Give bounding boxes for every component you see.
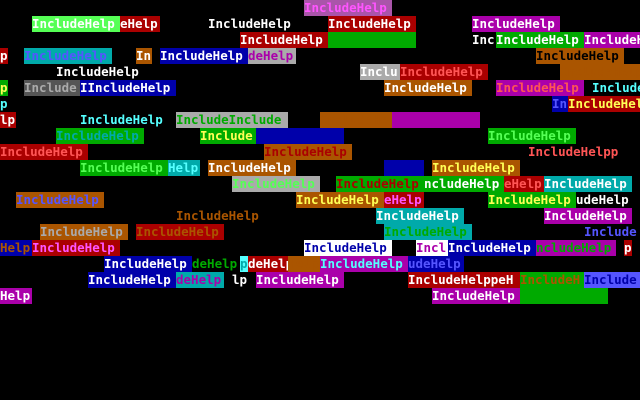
word-chip: Incl xyxy=(416,240,448,256)
word-chip: IncludeHelp xyxy=(304,0,392,16)
word-chip: IncludeHelp xyxy=(384,224,472,240)
word-chip: IncludeHelp xyxy=(208,160,296,176)
word-chip: IncludeHelp xyxy=(24,48,112,64)
word-chip: IncludeHelp xyxy=(432,288,520,304)
word-chip: IncludeHelp xyxy=(472,16,560,32)
word-chip: Include xyxy=(584,224,640,240)
word-chip: IncludeInclude xyxy=(176,112,288,128)
word-chip: IncludeHelp xyxy=(584,32,640,48)
word-chip: IncludeH xyxy=(520,272,584,288)
word-chip: IncludeHelp xyxy=(488,192,576,208)
word-chip: deHelp xyxy=(192,256,240,272)
word-chip: p xyxy=(0,48,8,64)
word-chip: In xyxy=(136,48,152,64)
word-chip: IncludeHelp xyxy=(296,192,384,208)
word-chip: Inc xyxy=(472,32,496,48)
word-chip: lp xyxy=(232,272,248,288)
word-chip: IncludeHelp xyxy=(536,48,624,64)
word-chip: IncludeHelp xyxy=(0,144,88,160)
word-chip: lp xyxy=(0,112,16,128)
word-chip: IncludeHelp xyxy=(496,80,584,96)
word-chip: IncludeHelp xyxy=(56,128,144,144)
word-chip: IncludeHelp xyxy=(320,256,408,272)
word-chip: IncludeHelp xyxy=(304,240,392,256)
word-chip: Inclu xyxy=(384,160,424,176)
word-chip: eHelp xyxy=(384,192,424,208)
word-chip: Include xyxy=(24,80,80,96)
word-chip: IncludeHelp xyxy=(40,224,128,240)
word-chip: IncludeHelp xyxy=(88,272,176,288)
word-chip: IncludeHelp xyxy=(384,80,472,96)
word-chip: ncludeHelp xyxy=(536,240,616,256)
word-chip: IncludeHelp xyxy=(32,240,120,256)
word-chip: In xyxy=(552,96,568,112)
word-chip: IncludeHelp xyxy=(176,208,264,224)
word-chip: IncludeHelp xyxy=(256,272,344,288)
word-chip: IncludeHelp xyxy=(392,112,480,128)
word-chip: p xyxy=(0,80,8,96)
word-chip: deHelp xyxy=(248,48,296,64)
word-chip: IncludeHe xyxy=(320,112,392,128)
word-chip: IncludeHelp xyxy=(32,16,120,32)
word-chip: udeHelp xyxy=(408,256,464,272)
word-chip: IncludeHelp xyxy=(328,16,416,32)
word-chip: IncludeHelp xyxy=(448,240,536,256)
word-chip: Include xyxy=(584,272,640,288)
word-chip: IncludeHelp xyxy=(568,96,640,112)
word-chip: IncludeHelp xyxy=(336,176,424,192)
word-chip: IncludeHelp xyxy=(208,16,296,32)
word-chip: IncludeHelp xyxy=(488,128,576,144)
word-chip: IncludeHelp xyxy=(544,176,632,192)
word-chip: p xyxy=(240,256,248,272)
word-chip: udeHelp xyxy=(576,192,632,208)
word-chip: IncludeHelp xyxy=(136,224,224,240)
word-chip: IncludeHelp xyxy=(520,288,608,304)
word-chip: IncludeHelp xyxy=(160,48,248,64)
word-chip: IncludeHelp xyxy=(232,176,320,192)
word-chip: Help xyxy=(0,288,32,304)
word-chip: IncludeHelp xyxy=(328,32,416,48)
word-chip: ncludeHelp xyxy=(424,176,504,192)
word-chip: IncludeHelp xyxy=(560,64,640,80)
word-chip: p xyxy=(0,96,8,112)
word-chip: IncludeHelp xyxy=(80,112,168,128)
word-chip: IncludeHelp xyxy=(264,144,352,160)
word-chip: IncludeHelp xyxy=(400,64,488,80)
word-chip: IIncludeHelp xyxy=(80,80,176,96)
word-chip: Help xyxy=(168,160,200,176)
word-chip: IncludeHelppeH xyxy=(408,272,520,288)
word-chip: IncludeHelp xyxy=(80,160,168,176)
word-chip: IncludeHelp xyxy=(240,32,328,48)
word-chip: IncludeHelp xyxy=(56,64,144,80)
word-chip: IncludeHelp xyxy=(496,32,584,48)
word-chip: Help xyxy=(0,240,32,256)
word-chip: Help xyxy=(288,256,320,272)
word-chip: IncludeHelp xyxy=(104,256,192,272)
word-chip: Inclu xyxy=(360,64,400,80)
word-chip: IncludeHelpp xyxy=(528,144,624,160)
word-chip: IncludeHelp xyxy=(376,208,464,224)
word-chip: Include xyxy=(200,128,256,144)
word-chip: eHelp xyxy=(504,176,544,192)
word-chip: p xyxy=(624,240,632,256)
word-chip: IncludeHel xyxy=(592,80,640,96)
word-chip: IncludeHelp xyxy=(432,160,520,176)
word-chip: IncludeHelp xyxy=(16,192,104,208)
word-chip: IncludeHelp xyxy=(544,208,632,224)
word-chip: deHelp xyxy=(176,272,224,288)
word-chip: IncludeHelp xyxy=(256,128,344,144)
word-chip: eHelp xyxy=(120,16,160,32)
word-chip: deHelp xyxy=(248,256,296,272)
